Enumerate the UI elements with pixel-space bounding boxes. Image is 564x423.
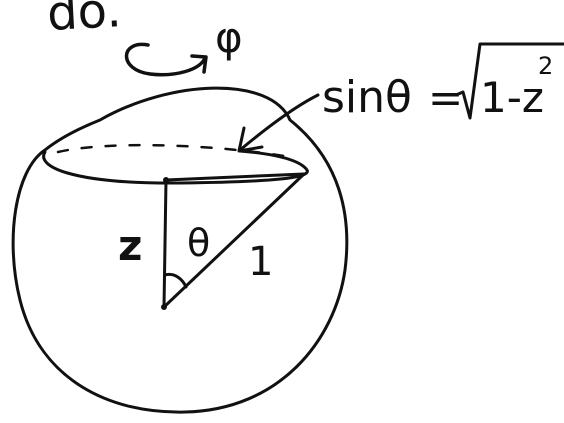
sqrt-sign (454, 42, 564, 120)
sphere-outline (11, 86, 349, 414)
sphere-center-dot (161, 304, 167, 310)
sin-theta-label: sinθ (322, 72, 412, 123)
radicand-text: 1-z (480, 73, 544, 122)
angle-arc (163, 272, 188, 289)
theta-label: θ (187, 221, 210, 265)
equals-sign: = (428, 73, 463, 122)
height-line (162, 178, 168, 309)
cap-circle (42, 149, 309, 185)
cap-center-dot (163, 177, 169, 183)
header-fragment: do. (46, 0, 123, 42)
z-label: z (118, 221, 142, 270)
rotation-arrow (124, 42, 208, 77)
exponent-text: 2 (538, 52, 553, 80)
cap-radius-line (164, 172, 306, 182)
unit-radius-line (162, 172, 306, 309)
phi-label: φ (215, 13, 243, 62)
radius-label: 1 (248, 239, 273, 285)
